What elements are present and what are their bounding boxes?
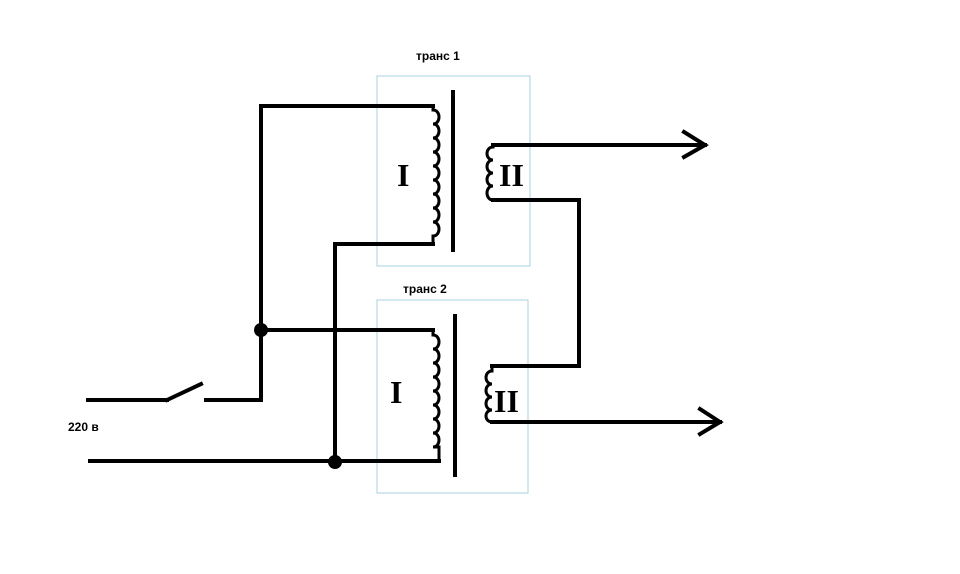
- transformer-1-frame: [376, 75, 531, 267]
- transformer-1-label: транс 1: [416, 49, 460, 63]
- tr1-secondary-coil: [485, 143, 495, 202]
- tr2-secondary-label: II: [494, 383, 519, 419]
- secondary-series-link: [490, 198, 581, 368]
- tr2-primary-coil: [431, 328, 441, 463]
- switch-blade: [164, 381, 204, 403]
- tr2-secondary-coil: [484, 364, 494, 424]
- tr1-output-arrowhead: [681, 129, 709, 160]
- junction-node-1: [254, 323, 268, 337]
- tr2-output-arrowhead: [697, 406, 724, 437]
- tr2-primary-label: I: [390, 374, 402, 410]
- supply-voltage-label: 220 в: [68, 420, 99, 434]
- transformer-2-frame: [376, 299, 529, 494]
- transformer-2-label: транс 2: [403, 282, 447, 296]
- tr1-secondary-label: II: [499, 157, 524, 193]
- junction-node-2: [328, 455, 342, 469]
- tr1-primary-bottom-wire: [333, 242, 435, 463]
- switch-output-wire: [204, 104, 435, 402]
- tr1-primary-coil: [431, 104, 441, 246]
- tr1-primary-label: I: [397, 157, 409, 193]
